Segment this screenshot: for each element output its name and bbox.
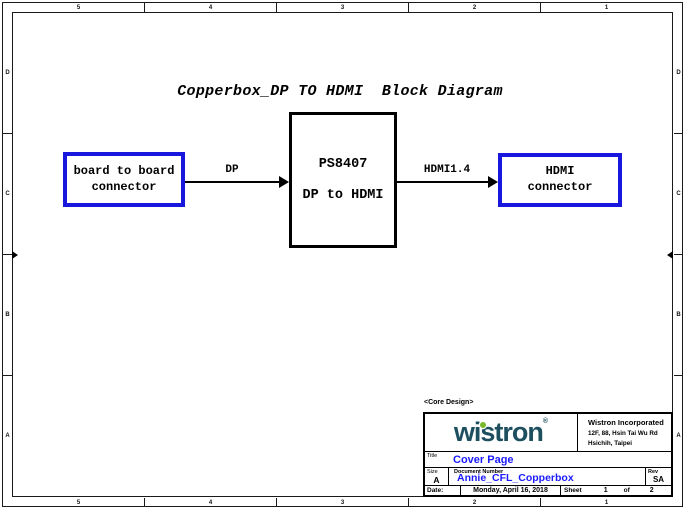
document-row: Size A Document Number Annie_CFL_Copperb… bbox=[425, 468, 671, 486]
company-name: Wistron Incorporated bbox=[588, 418, 664, 427]
zone-row-label: D bbox=[3, 13, 12, 134]
title-field-label: Title bbox=[427, 453, 438, 459]
zone-col-label: 1 bbox=[604, 499, 609, 506]
wire-label-dp: DP bbox=[225, 164, 239, 176]
zone-strip-bottom: 5 4 3 2 1 bbox=[13, 498, 672, 507]
zone-col-label: 1 bbox=[604, 4, 609, 11]
sheet-number: 1 bbox=[603, 487, 608, 494]
size-value: A bbox=[433, 475, 440, 485]
zone-col-label: 5 bbox=[13, 3, 145, 12]
core-design-note: <Core Design> bbox=[424, 399, 474, 406]
rev-field-label: Rev bbox=[648, 469, 659, 475]
title-row: Title Cover Page bbox=[425, 452, 671, 468]
date-sheet-row: Date: Monday, April 16, 2018 Sheet 1 of … bbox=[425, 486, 671, 495]
block-label-line: PS8407 bbox=[318, 157, 368, 172]
size-field-label: Size bbox=[427, 469, 438, 475]
registered-trademark-icon: ® bbox=[542, 418, 549, 425]
center-marker-icon bbox=[12, 251, 18, 259]
sheet-field-label: Sheet bbox=[564, 487, 582, 494]
rev-value: SA bbox=[652, 475, 665, 484]
zone-col-label: 3 bbox=[277, 498, 409, 507]
zone-row-label: A bbox=[676, 433, 681, 439]
zone-row-label: B bbox=[3, 255, 12, 376]
size-cell: Size A bbox=[425, 468, 449, 485]
zone-row-label: B bbox=[674, 255, 683, 376]
block-board-to-board-connector: board to board connector bbox=[63, 152, 185, 207]
zone-col-label: 4 bbox=[145, 498, 277, 507]
date-value: Monday, April 16, 2018 bbox=[461, 486, 561, 495]
zone-col-label: 2 bbox=[409, 3, 541, 12]
logo-green-dot-icon bbox=[479, 422, 486, 428]
company-address-line1: 12F, 88, Hsin Tai Wu Rd bbox=[588, 429, 658, 437]
zone-col-label: 3 bbox=[277, 3, 409, 12]
sheet-title: Cover Page bbox=[453, 454, 514, 466]
zone-row-label: A bbox=[5, 433, 10, 439]
sheet-of-label: of bbox=[623, 487, 630, 494]
zone-col-label: 4 bbox=[145, 3, 277, 12]
diagram-title: Copperbox_DP TO HDMI Block Diagram bbox=[177, 83, 503, 100]
wire-label-hdmi: HDMI1.4 bbox=[423, 164, 471, 176]
sheet-cell: Sheet 1 of 2 bbox=[561, 486, 671, 495]
sheet-total: 2 bbox=[649, 487, 654, 494]
block-label-line: connector bbox=[527, 180, 593, 194]
wire-dp bbox=[185, 181, 281, 183]
zone-strip-right: D C B A bbox=[674, 13, 683, 496]
zone-row-label: D bbox=[674, 13, 683, 134]
zone-col-label: 5 bbox=[13, 498, 145, 507]
zone-strip-top: 5 4 3 2 1 bbox=[13, 3, 672, 12]
company-info: Wistron Incorporated 12F, 88, Hsin Tai W… bbox=[577, 414, 671, 451]
arrowhead-icon bbox=[279, 176, 289, 188]
rev-cell: Rev SA bbox=[645, 468, 671, 485]
arrowhead-icon bbox=[488, 176, 498, 188]
block-ps8407-dp-to-hdmi: PS8407 DP to HDMI bbox=[289, 112, 397, 248]
zone-row-label: C bbox=[674, 134, 683, 255]
document-number-field-label: Document Number bbox=[454, 469, 504, 475]
zone-strip-left: D C B A bbox=[3, 13, 12, 496]
block-label-line: connector bbox=[91, 179, 157, 194]
company-address-line2: Hsichih, Taipei bbox=[588, 439, 632, 447]
title-block-header-row: wistron® Wistron Incorporated 12F, 88, H… bbox=[425, 414, 671, 452]
title-block: wistron® Wistron Incorporated 12F, 88, H… bbox=[423, 412, 673, 497]
block-label-line: HDMI bbox=[545, 164, 575, 179]
block-label-line: board to board bbox=[73, 163, 175, 178]
block-label-line: DP to HDMI bbox=[302, 188, 384, 203]
date-field-label: Date: bbox=[425, 486, 461, 495]
document-number-value: Annie_CFL_Copperbox bbox=[457, 472, 574, 484]
center-marker-icon bbox=[667, 251, 673, 259]
document-number-cell: Document Number Annie_CFL_Copperbox bbox=[449, 468, 645, 485]
wistron-logo-wordmark: wistron bbox=[453, 417, 544, 447]
wistron-logo: wistron® bbox=[425, 414, 577, 451]
zone-col-label: 2 bbox=[409, 498, 541, 507]
wire-hdmi bbox=[397, 181, 490, 183]
zone-row-label: C bbox=[3, 134, 12, 255]
wistron-logo-text: wistron® bbox=[453, 417, 549, 447]
block-hdmi-connector: HDMI connector bbox=[498, 153, 622, 207]
